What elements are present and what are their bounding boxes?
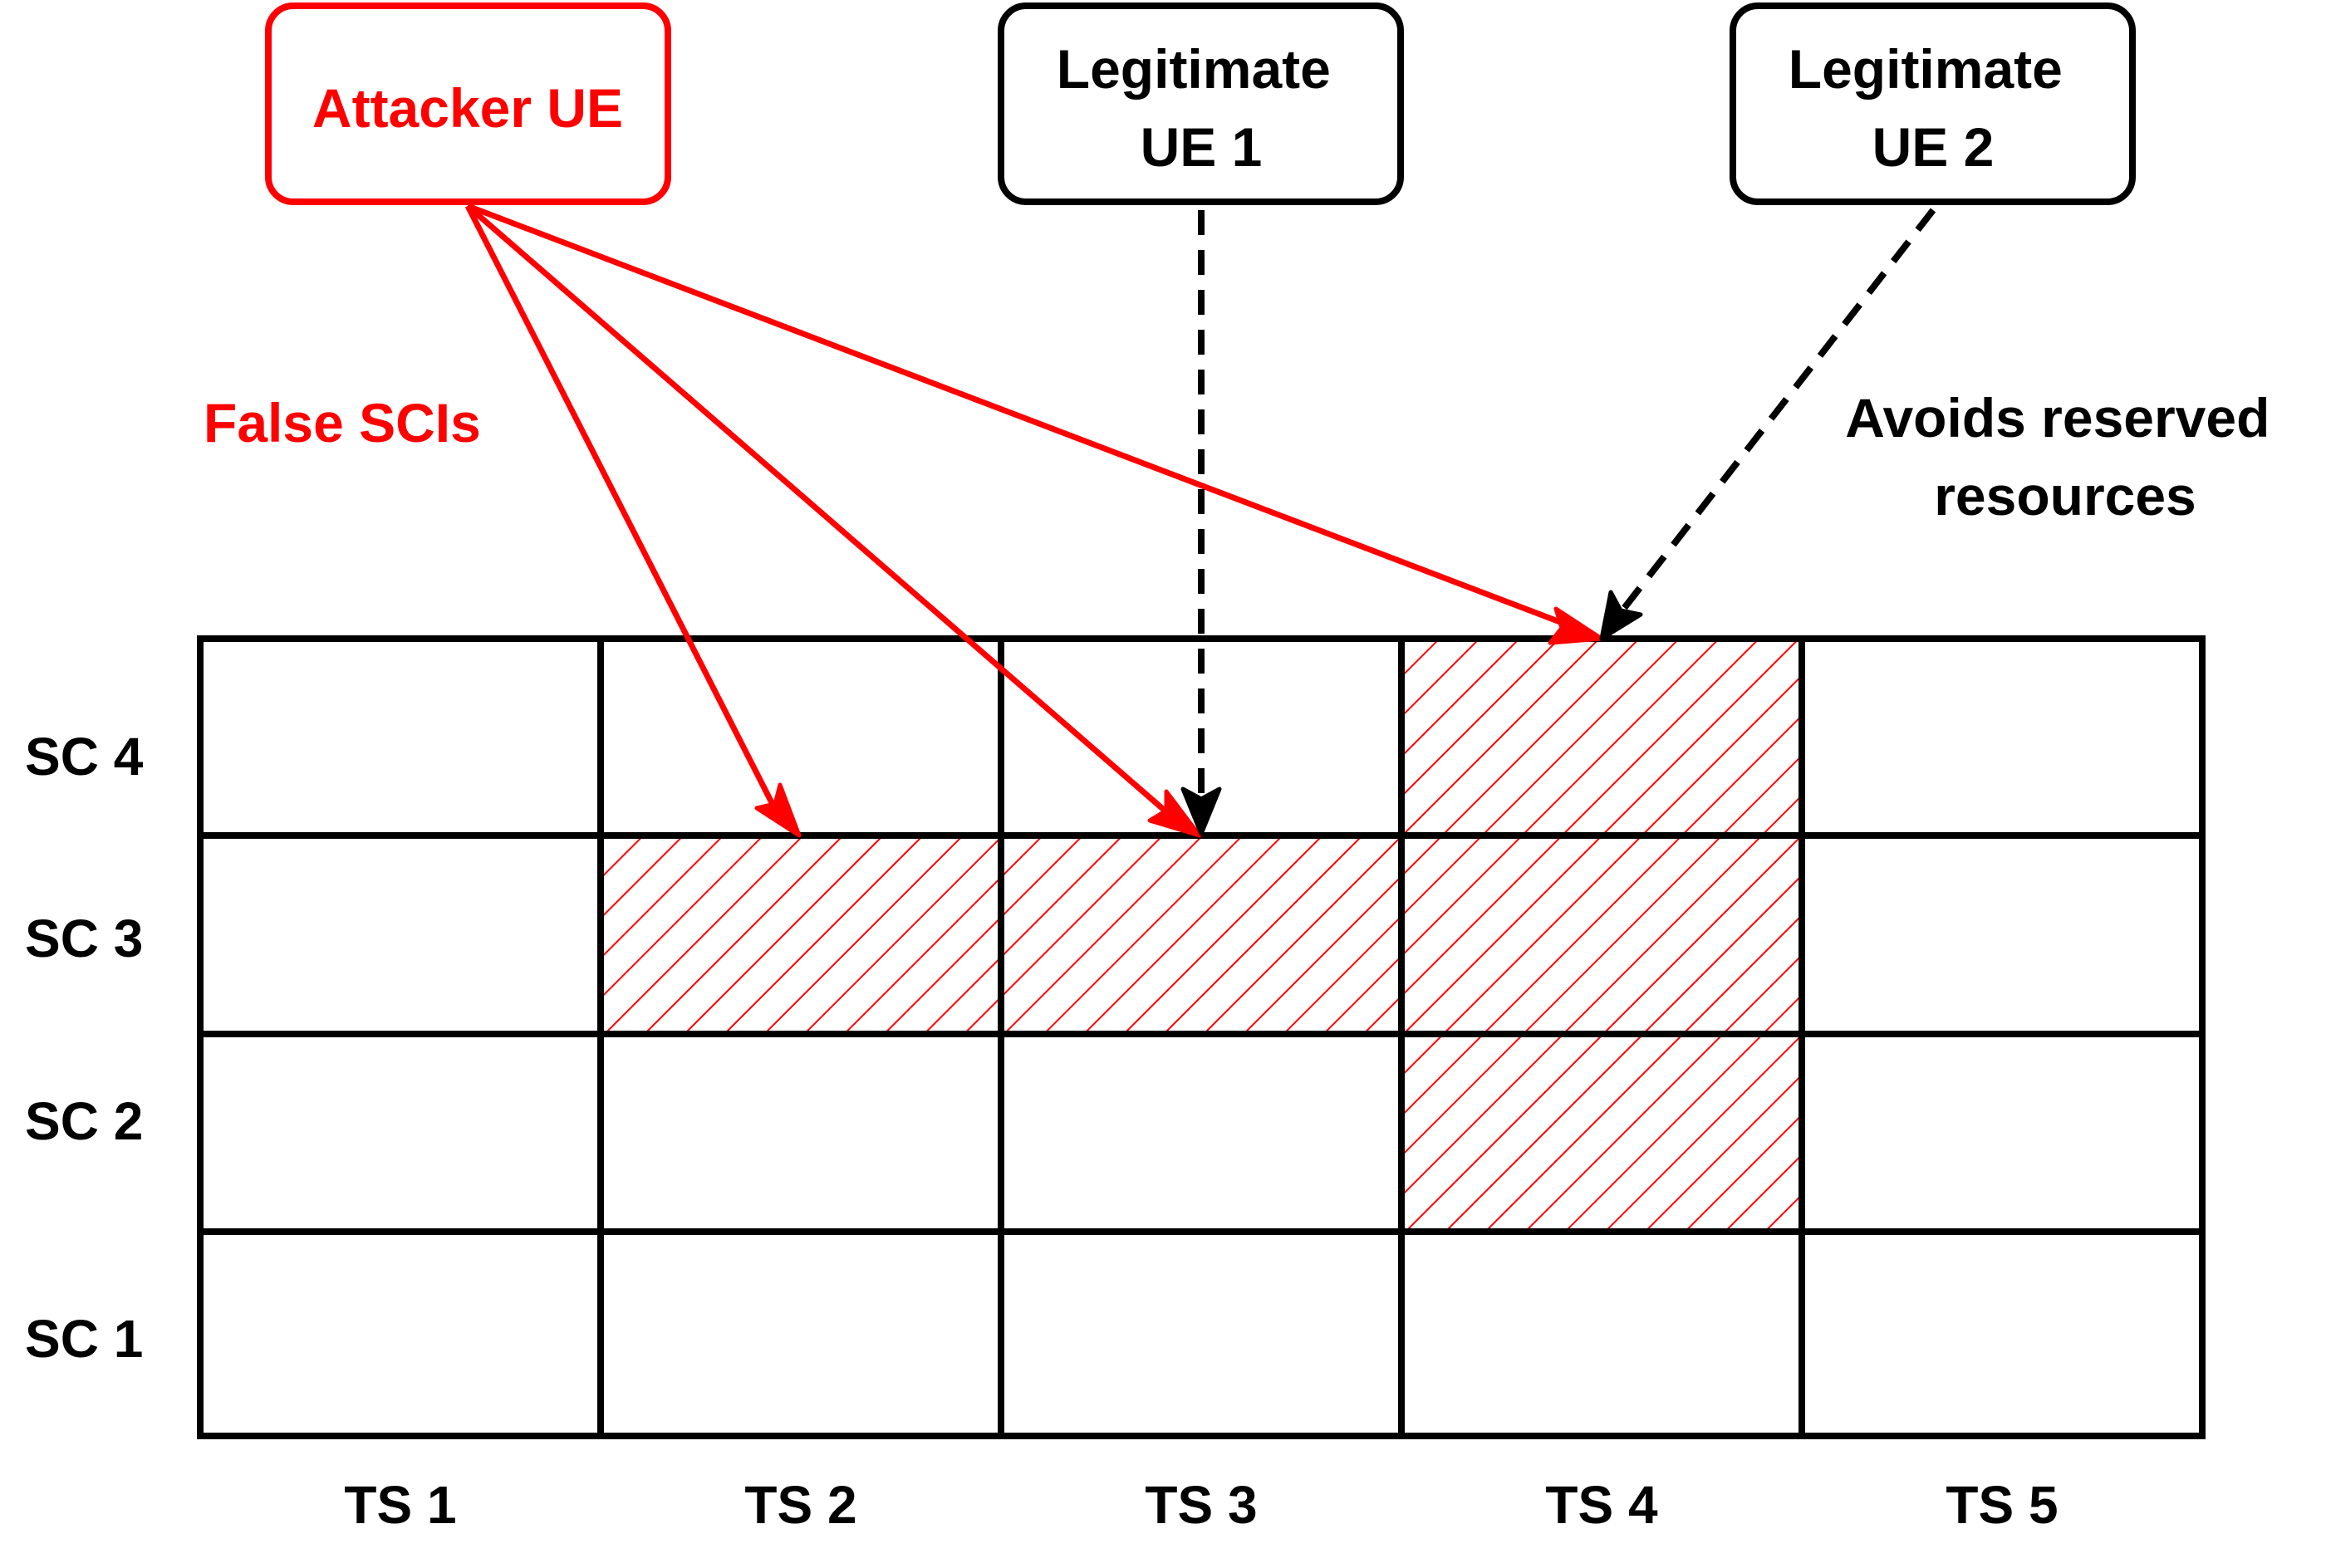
arrowhead-legit2: [1599, 590, 1643, 641]
arrow-attacker-to-ts2-sc3: [464, 204, 785, 824]
hatched-cell-ts3-sc3: [1001, 835, 1401, 1034]
arrowhead-legit1: [1180, 786, 1222, 836]
attacker-ue-label: Attacker UE: [312, 77, 623, 139]
row-label-sc4: SC 4: [25, 727, 144, 786]
col-label-ts1: TS 1: [344, 1475, 456, 1535]
hatched-cells: [601, 639, 1802, 1232]
legitimate-ue-1-label-line1: Legitimate: [1057, 38, 1331, 100]
arrowhead-ts4-sc4: [1548, 606, 1604, 645]
col-label-ts3: TS 3: [1145, 1475, 1257, 1535]
arrow-attacker-to-ts3-sc3: [465, 203, 1185, 828]
legitimate-ue-1-label: Legitimate UE 1: [1057, 38, 1346, 178]
legitimate-arrowheads: [1180, 590, 1643, 836]
col-label-ts5: TS 5: [1946, 1475, 2058, 1535]
false-sci-arrowheads: [754, 606, 1604, 838]
legitimate-ue-2-label-line1: Legitimate: [1789, 38, 2063, 100]
resource-grid: [197, 635, 2206, 1439]
legitimate-ue-1-box: [998, 2, 1404, 205]
hatched-cell-ts2-sc3: [601, 835, 1001, 1034]
legitimate-ue-1-node: Legitimate UE 1: [998, 2, 1404, 205]
row-label-sc1: SC 1: [25, 1309, 143, 1369]
false-scis-annotation: False SCIs: [204, 392, 481, 453]
arrow-legit2-to-ts4-sc4: [1613, 208, 1936, 620]
hatched-cell-ts4-sc3: [1401, 835, 1802, 1034]
row-labels: SC 4 SC 3 SC 2 SC 1: [25, 727, 144, 1369]
arrowhead-ts3-sc3: [1147, 789, 1202, 838]
avoids-reserved-annotation: Avoids reserved resources: [1845, 387, 2285, 527]
attacker-ue-node: Attacker UE: [265, 2, 671, 205]
row-label-sc3: SC 3: [25, 909, 143, 968]
legitimate-ue-2-label-line2: UE 2: [1872, 116, 1995, 178]
arrow-attacker-to-ts4-sc4: [466, 203, 1586, 635]
legitimate-ue-1-label-line2: UE 1: [1141, 116, 1263, 178]
column-labels: TS 1 TS 2 TS 3 TS 4 TS 5: [344, 1475, 2058, 1535]
attacker-ue-box: [265, 2, 671, 205]
avoids-reserved-line1: Avoids reserved: [1845, 387, 2270, 448]
hatched-cell-ts4-sc4: [1401, 639, 1802, 835]
hatched-cell-ts4-sc2: [1401, 1034, 1802, 1232]
legitimate-ue-2-node: Legitimate UE 2: [1730, 2, 2136, 205]
legitimate-ue-2-box: [1730, 2, 2136, 205]
col-label-ts2: TS 2: [744, 1475, 856, 1535]
legitimate-ue-2-label: Legitimate UE 2: [1789, 38, 2078, 178]
row-label-sc2: SC 2: [25, 1091, 143, 1151]
false-sci-arrows: [464, 203, 1586, 828]
arrowhead-ts2-sc3: [754, 782, 802, 838]
legitimate-arrows: [1198, 208, 1936, 810]
col-label-ts4: TS 4: [1545, 1475, 1658, 1535]
avoids-reserved-line2: resources: [1934, 465, 2196, 527]
